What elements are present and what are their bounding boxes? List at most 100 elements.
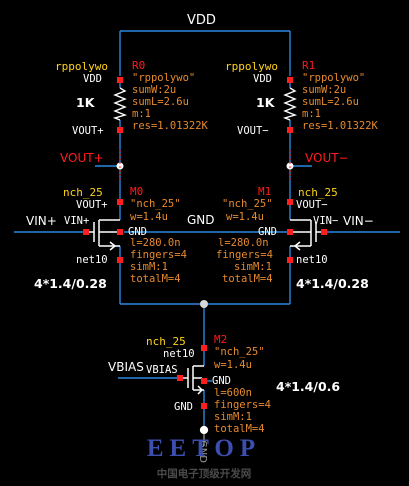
m1-sizing: 4*1.4/0.28 <box>296 276 369 291</box>
r0-res: res=1.01322K <box>132 120 209 132</box>
r0-symbol[interactable] <box>112 87 128 121</box>
pin-r0-top <box>117 77 123 83</box>
pin-m1-gate <box>321 229 327 235</box>
junction-net10 <box>200 300 208 308</box>
r0-cdf: "rppolywo" <box>132 72 195 84</box>
m2-simm: simM:1 <box>214 411 252 423</box>
m1-cdf: "nch_25" <box>222 198 273 210</box>
m0-model: nch_25 <box>63 186 103 199</box>
m0-symbol[interactable] <box>86 219 120 251</box>
m0-source-label: net10 <box>76 254 108 266</box>
pin-m1-bulk <box>287 229 293 235</box>
vin-minus-label: VIN− <box>343 214 374 228</box>
pin-r0-bot <box>117 127 123 133</box>
pin-m2-source <box>201 403 207 409</box>
vin-plus-label: VIN+ <box>26 214 57 228</box>
m1-totalm: totalM=4 <box>222 273 273 285</box>
pin-r1-top <box>287 77 293 83</box>
pin-m1-source <box>287 257 293 263</box>
r1-m: m:1 <box>302 108 321 120</box>
r0-value: 1K <box>76 95 96 110</box>
m0-bulk-label: GND <box>128 226 147 238</box>
pin-m2-gate <box>177 375 183 381</box>
r0-suml: sumL=2.6u <box>132 96 189 108</box>
watermark-subtitle: 中国电子顶级开发网 <box>157 467 252 480</box>
r1-pin-top: VDD <box>253 73 272 85</box>
r0-zigzag <box>112 87 128 121</box>
m2-source-arrow <box>197 385 204 395</box>
m0-w: w=1.4u <box>130 211 168 223</box>
m0-simm: simM:1 <box>130 261 168 273</box>
pin-m0-source <box>117 257 123 263</box>
pin-m2-bulk <box>201 378 207 384</box>
vdd-label: VDD <box>187 13 216 28</box>
m1-symbol[interactable] <box>290 219 324 251</box>
r1-model: rppolywo <box>225 60 278 73</box>
r1-cdf: "rppolywo" <box>302 72 365 84</box>
vbias-label: VBIAS <box>108 360 144 374</box>
m2-source-label: GND <box>174 401 193 413</box>
m1-bulk-label: GND <box>258 226 277 238</box>
r0-pin-top: VDD <box>83 73 102 85</box>
r0-m: m:1 <box>132 108 151 120</box>
m1-w: w=1.4u <box>226 211 264 223</box>
r1-suml: sumL=2.6u <box>302 96 359 108</box>
vout-plus-label: VOUT+ <box>60 151 104 165</box>
gnd-mid-label: GND <box>187 213 215 227</box>
m1-fingers: fingers=4 <box>216 249 273 261</box>
pin-m0-bulk <box>117 229 123 235</box>
pin-r1-bot <box>287 127 293 133</box>
m0-totalm: totalM=4 <box>130 273 181 285</box>
m1-source-label: net10 <box>296 254 328 266</box>
m0-l: l=280.0n <box>130 237 181 249</box>
m0-fingers: fingers=4 <box>130 249 187 261</box>
m2-totalm: totalM=4 <box>214 423 265 435</box>
m1-drain-label: VOUT− <box>296 199 328 211</box>
r0-pin-bottom: VOUT+ <box>72 125 104 137</box>
m2-fingers: fingers=4 <box>214 399 271 411</box>
r0-model: rppolywo <box>55 60 108 73</box>
m2-gate-label: VBIAS <box>146 364 178 376</box>
watermark-title: EETOP <box>147 435 261 462</box>
gnd-symbol <box>199 425 209 446</box>
vout-pin-markers <box>119 150 291 182</box>
m2-drain-label: net10 <box>163 348 195 360</box>
m2-name: M2 <box>214 333 227 346</box>
vout-minus-label: VOUT− <box>305 151 349 165</box>
m1-simm: simM:1 <box>234 261 272 273</box>
m1-name: M1 <box>258 185 271 198</box>
pin-m1-drain <box>287 199 293 205</box>
r1-symbol[interactable] <box>282 87 298 121</box>
m0-sizing: 4*1.4/0.28 <box>34 276 107 291</box>
m0-cdf: "nch_25" <box>130 198 181 210</box>
r1-zigzag <box>282 87 298 121</box>
m1-gate-label: VIN− <box>313 215 338 227</box>
r1-sumw: sumW:2u <box>302 84 346 96</box>
gnd-node-dot <box>199 425 209 435</box>
m2-l: l=600n <box>214 387 252 399</box>
m2-sizing: 4*1.4/0.6 <box>276 379 340 394</box>
m0-drain-label: VOUT+ <box>76 199 108 211</box>
m2-model: nch_25 <box>146 335 186 348</box>
pins <box>83 77 327 409</box>
r1-name: R1 <box>302 59 315 72</box>
r0-name: R0 <box>132 59 145 72</box>
m1-source-arrow <box>293 241 301 251</box>
gnd-symbol-label: GND <box>197 440 208 463</box>
m2-cdf: "nch_25" <box>214 346 265 358</box>
r1-res: res=1.01322K <box>302 120 379 132</box>
r0-sumw: sumW:2u <box>132 84 176 96</box>
m0-gate-label: VIN+ <box>64 215 89 227</box>
m0-source-arrow <box>109 241 117 251</box>
m2-w: w=1.4u <box>214 359 252 371</box>
m2-bulk-label: GND <box>212 375 231 387</box>
m1-l: l=280.0n <box>218 237 269 249</box>
pin-m0-drain <box>117 199 123 205</box>
m2-symbol[interactable] <box>180 365 204 395</box>
r1-value: 1K <box>256 95 276 110</box>
pin-m2-drain <box>201 345 207 351</box>
pin-m0-gate <box>83 229 89 235</box>
r1-pin-bottom: VOUT− <box>237 125 269 137</box>
